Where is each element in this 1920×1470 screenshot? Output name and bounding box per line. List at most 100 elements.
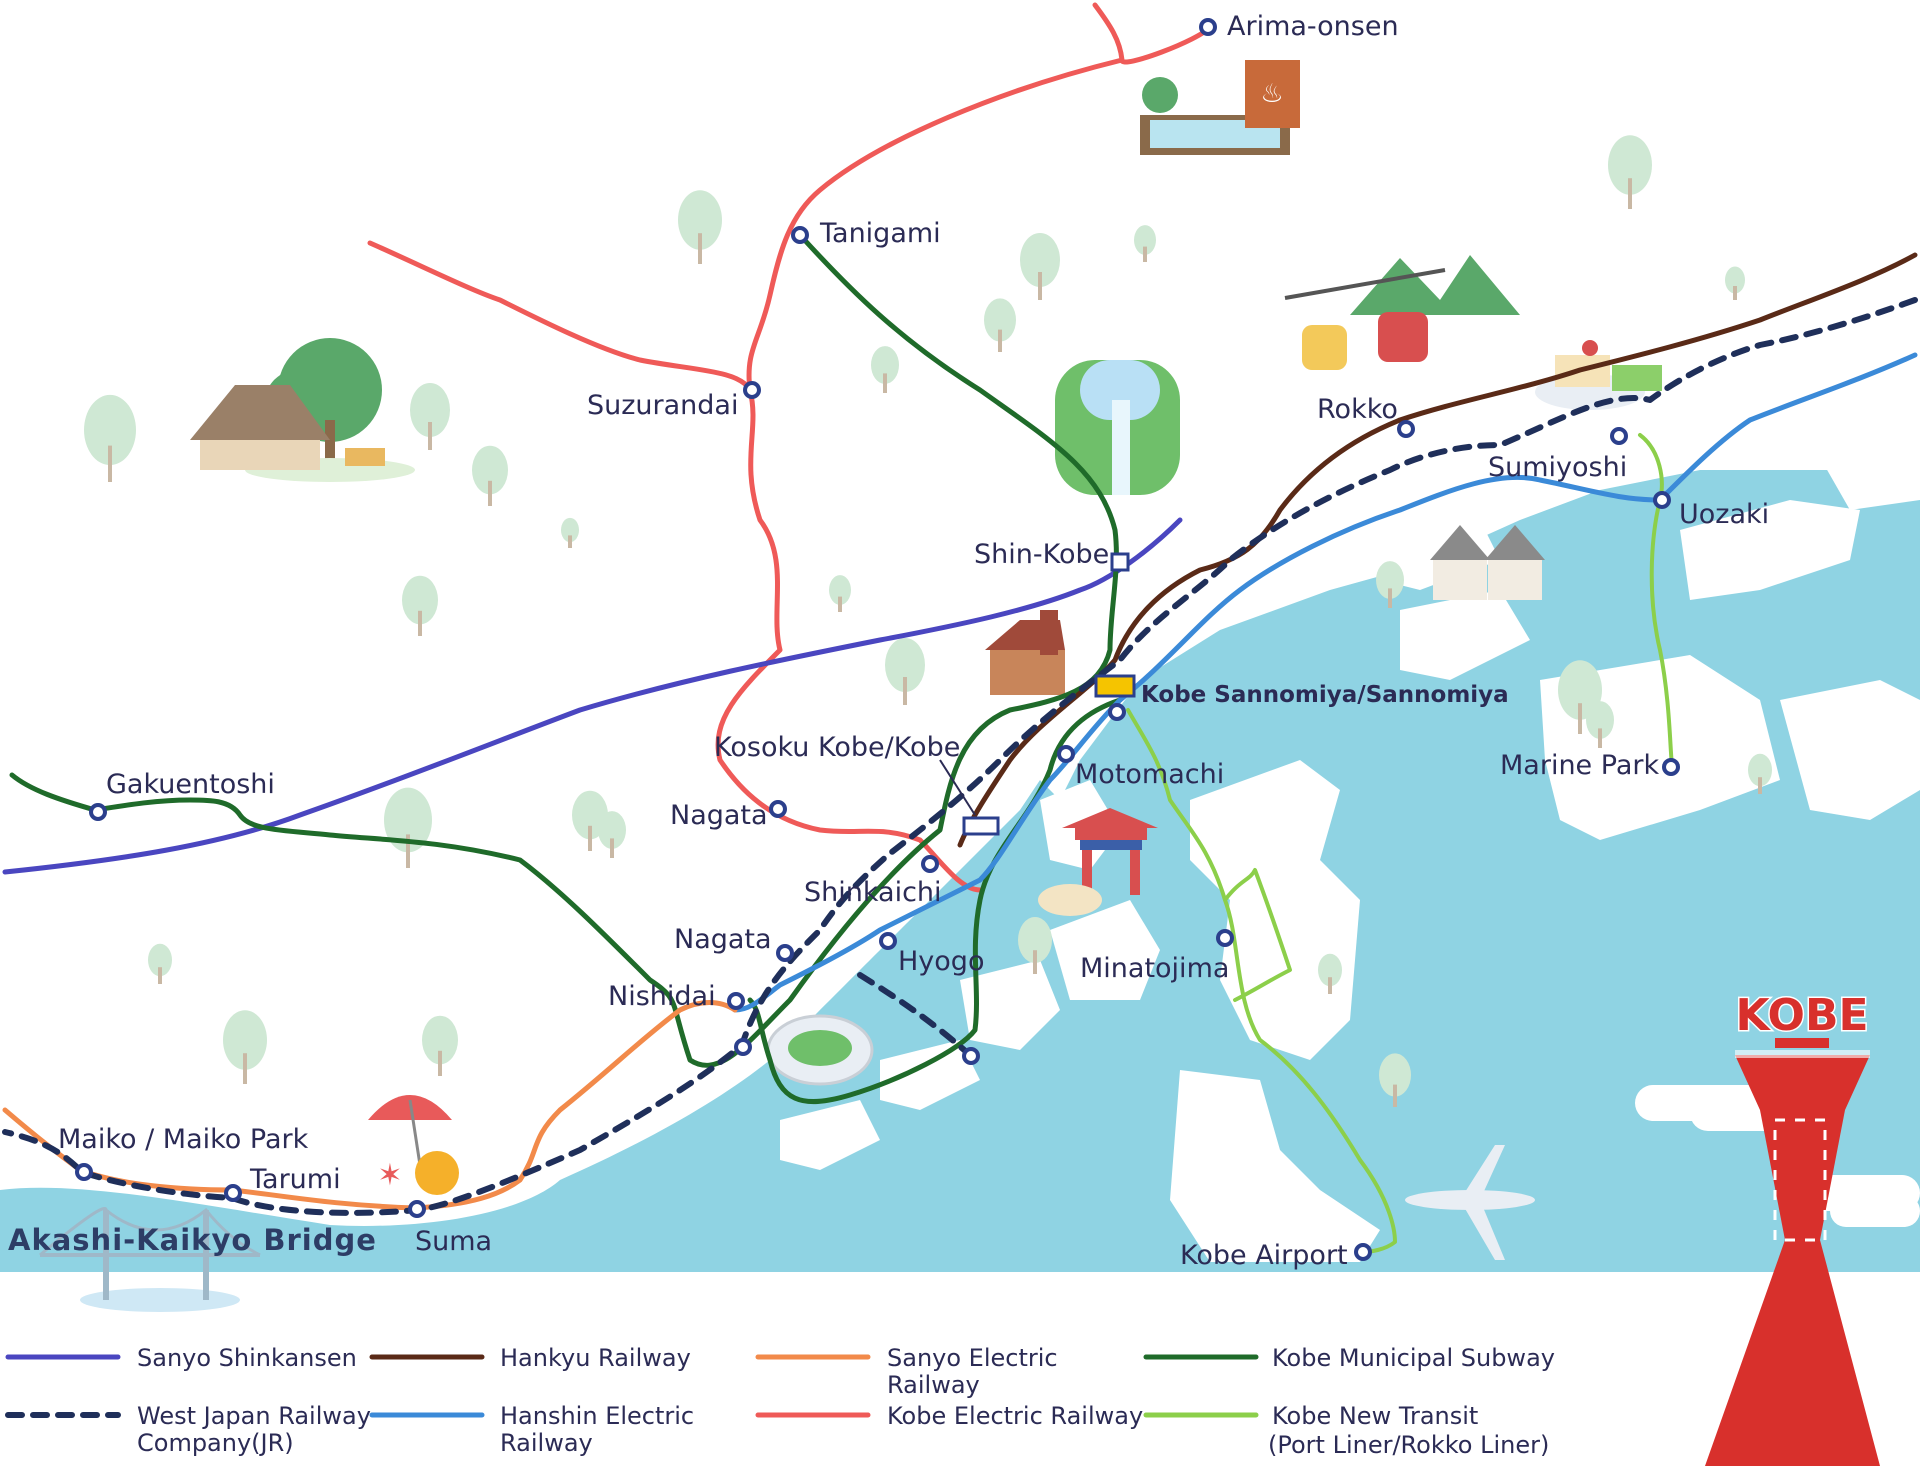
station-marker-0[interactable]: [1199, 18, 1217, 36]
label-nagata-kobe-electric[interactable]: Nagata: [670, 800, 768, 831]
line-shinkansen: [2, 517, 1183, 875]
station-marker-21[interactable]: [1354, 1243, 1372, 1261]
tree-8: [561, 517, 579, 548]
tree-16: [223, 1010, 267, 1084]
tree-2: [472, 445, 508, 506]
legend-new-transit-line1: Kobe New Transit: [1272, 1402, 1478, 1430]
station-marker-9[interactable]: [89, 803, 107, 821]
sannomiya-interchange[interactable]: [1094, 674, 1136, 698]
tree-6: [871, 346, 899, 393]
tree-13: [598, 811, 626, 858]
line-subway: [9, 232, 1119, 1068]
tree-25: [1318, 953, 1342, 994]
station-marker-15[interactable]: [734, 1038, 752, 1056]
label-hyogo[interactable]: Hyogo: [898, 946, 984, 977]
tree-10: [829, 575, 851, 612]
station-marker-2[interactable]: [743, 381, 761, 399]
label-arima-onsen[interactable]: Arima-onsen: [1227, 11, 1399, 42]
station-marker-20[interactable]: [408, 1200, 426, 1218]
weathercock-house-illustration: [985, 610, 1065, 695]
station-marker-8[interactable]: [1662, 758, 1680, 776]
label-tanigami[interactable]: Tanigami: [819, 218, 941, 249]
label-sumiyoshi[interactable]: Sumiyoshi: [1488, 452, 1627, 483]
station-markers: [75, 18, 1680, 1261]
label-shin-kobe[interactable]: Shin-Kobe: [974, 539, 1109, 570]
legend-kobe-electric: Kobe Electric Railway: [887, 1402, 1143, 1430]
tree-1: [410, 383, 450, 450]
label-sannomiya[interactable]: Kobe Sannomiya/Sannomiya: [1141, 682, 1509, 708]
label-shinkaichi[interactable]: Shinkaichi: [804, 877, 942, 908]
rail-lines: [2, 2, 1918, 1254]
label-rokko[interactable]: Rokko: [1317, 394, 1398, 425]
label-akashi-kaikyo-bridge: Akashi-Kaikyo Bridge: [8, 1223, 377, 1257]
ijinkan-houses-illustration: [1430, 525, 1545, 600]
legend-sanyo-line2: Railway: [887, 1371, 980, 1399]
station-marker-7[interactable]: [1057, 745, 1075, 763]
label-tarumi[interactable]: Tarumi: [249, 1164, 341, 1195]
legend-new-transit-line2: (Port Liner/Rokko Liner): [1268, 1431, 1549, 1459]
station-marker-10[interactable]: [769, 800, 787, 818]
station-marker-17[interactable]: [1216, 929, 1234, 947]
label-motomachi[interactable]: Motomachi: [1075, 759, 1224, 790]
tree-5: [984, 298, 1016, 352]
station-marker-5[interactable]: [1653, 491, 1671, 509]
label-marine-park[interactable]: Marine Park: [1500, 750, 1659, 781]
legend: Sanyo Shinkansen Hankyu Railway Sanyo El…: [5, 1344, 1555, 1459]
station-marker-6[interactable]: [1108, 703, 1126, 721]
station-marker-12[interactable]: [776, 944, 794, 962]
shin-kobe-interchange[interactable]: [1110, 552, 1130, 572]
tree-14: [384, 787, 432, 868]
line-jr: [2, 297, 1918, 1216]
kobe-port-tower: KOBE: [1705, 989, 1880, 1466]
label-nagata[interactable]: Nagata: [674, 924, 772, 955]
line-hanshin: [732, 352, 1918, 1013]
label-kosoku-kobe[interactable]: Kosoku Kobe/Kobe: [714, 732, 960, 763]
label-kobe-airport[interactable]: Kobe Airport: [1180, 1240, 1348, 1271]
beach-illustration: ✶: [368, 1095, 459, 1195]
station-marker-19[interactable]: [224, 1184, 242, 1202]
airplane-illustration: [1405, 1145, 1535, 1260]
legend-hanshin-line1: Hanshin Electric: [500, 1402, 694, 1430]
tree-19: [1376, 561, 1404, 608]
bridge-illustration: [39, 1207, 261, 1312]
cake-illustration: [1535, 340, 1662, 410]
station-marker-13[interactable]: [879, 932, 897, 950]
label-maiko[interactable]: Maiko / Maiko Park: [58, 1124, 309, 1155]
tree-4: [1020, 233, 1060, 300]
label-gakuentoshi[interactable]: Gakuentoshi: [106, 769, 275, 800]
station-labels: Arima-onsen Tanigami Suzurandai Rokko Su…: [8, 11, 1769, 1271]
label-nishidai[interactable]: Nishidai: [608, 981, 716, 1012]
station-marker-11[interactable]: [921, 855, 939, 873]
waterfall-illustration: [1055, 360, 1180, 495]
label-minatojima[interactable]: Minatojima: [1080, 953, 1229, 984]
svg-text:♨: ♨: [1260, 79, 1283, 109]
station-marker-4[interactable]: [1610, 427, 1628, 445]
stadium-illustration: [766, 1014, 874, 1086]
tree-26: [1379, 1053, 1411, 1107]
tree-18: [1018, 917, 1052, 974]
line-new-transit: [1126, 433, 1674, 1254]
station-marker-3[interactable]: [1397, 420, 1415, 438]
line-hankyu: [957, 252, 1918, 848]
legend-hanshin-line2: Railway: [500, 1429, 593, 1457]
tower-sign: KOBE: [1735, 990, 1868, 1041]
label-suma[interactable]: Suma: [415, 1226, 492, 1257]
label-suzurandai[interactable]: Suzurandai: [587, 390, 738, 421]
kosoku-kobe-interchange[interactable]: [962, 816, 1000, 836]
tree-9: [402, 575, 438, 636]
tree-24: [1748, 753, 1772, 794]
tree-0: [84, 394, 136, 482]
legend-jr-line2: Company(JR): [137, 1429, 294, 1457]
tree-20: [1608, 135, 1652, 209]
label-uozaki[interactable]: Uozaki: [1679, 499, 1769, 530]
station-marker-18[interactable]: [75, 1163, 93, 1181]
line-sanyo: [2, 1000, 738, 1211]
farmhouse-illustration: [190, 338, 415, 482]
line-subway-kaigan: [747, 697, 1123, 1105]
tree-11: [885, 638, 925, 705]
station-marker-14[interactable]: [727, 992, 745, 1010]
station-marker-1[interactable]: [791, 226, 809, 244]
station-marker-16[interactable]: [962, 1047, 980, 1065]
